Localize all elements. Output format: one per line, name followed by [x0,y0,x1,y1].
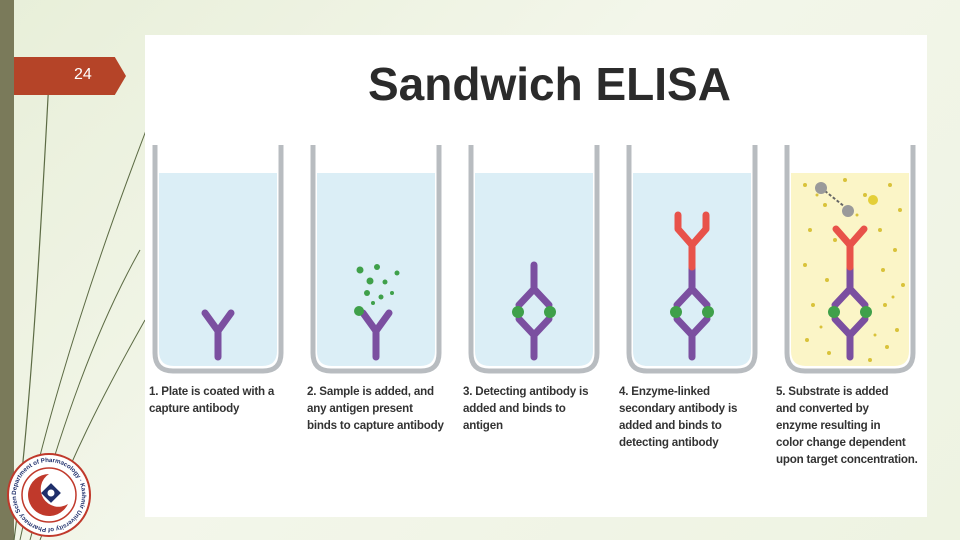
elisa-diagram: Sandwich ELISA [152,58,916,374]
antibody-sandwich-3 [515,261,553,361]
antigens-5 [828,306,872,318]
step-3-caption: 3. Detecting antibody is added and binds… [463,385,589,432]
step-1-caption: 1. Plate is coated with a capture antibo… [149,385,275,415]
step-4-caption: 4. Enzyme-linked secondary antibody is a… [619,385,738,449]
antigen-bound-2 [354,306,364,316]
capture-antibody-1 [201,309,235,361]
enzyme-linked-antibody-4 [674,211,710,271]
institution-seal: Department of Pharmacology · Kashmir Uni… [6,452,91,537]
free-antigens [356,264,400,305]
enzyme-substrate-icon [815,182,854,217]
antibody-sandwich-4 [673,263,711,361]
slide-number-tag: 24 [14,57,126,95]
left-accent-bar [0,0,14,540]
slide-number: 24 [74,66,92,83]
substrate-particles [803,178,905,362]
enzyme-linked-antibody-5 [832,225,868,271]
antigens-3 [512,306,556,318]
step-5-caption: 5. Substrate is added and converted by e… [776,385,918,466]
antigens-4 [670,306,714,318]
antibody-sandwich-5 [831,263,869,361]
step-2-caption: 2. Sample is added, and any antigen pres… [307,385,444,432]
elisa-figure: Sandwich ELISA [145,35,927,517]
diagram-title: Sandwich ELISA [368,58,731,110]
capture-antibody-2 [359,309,393,361]
well-1 [152,145,284,374]
